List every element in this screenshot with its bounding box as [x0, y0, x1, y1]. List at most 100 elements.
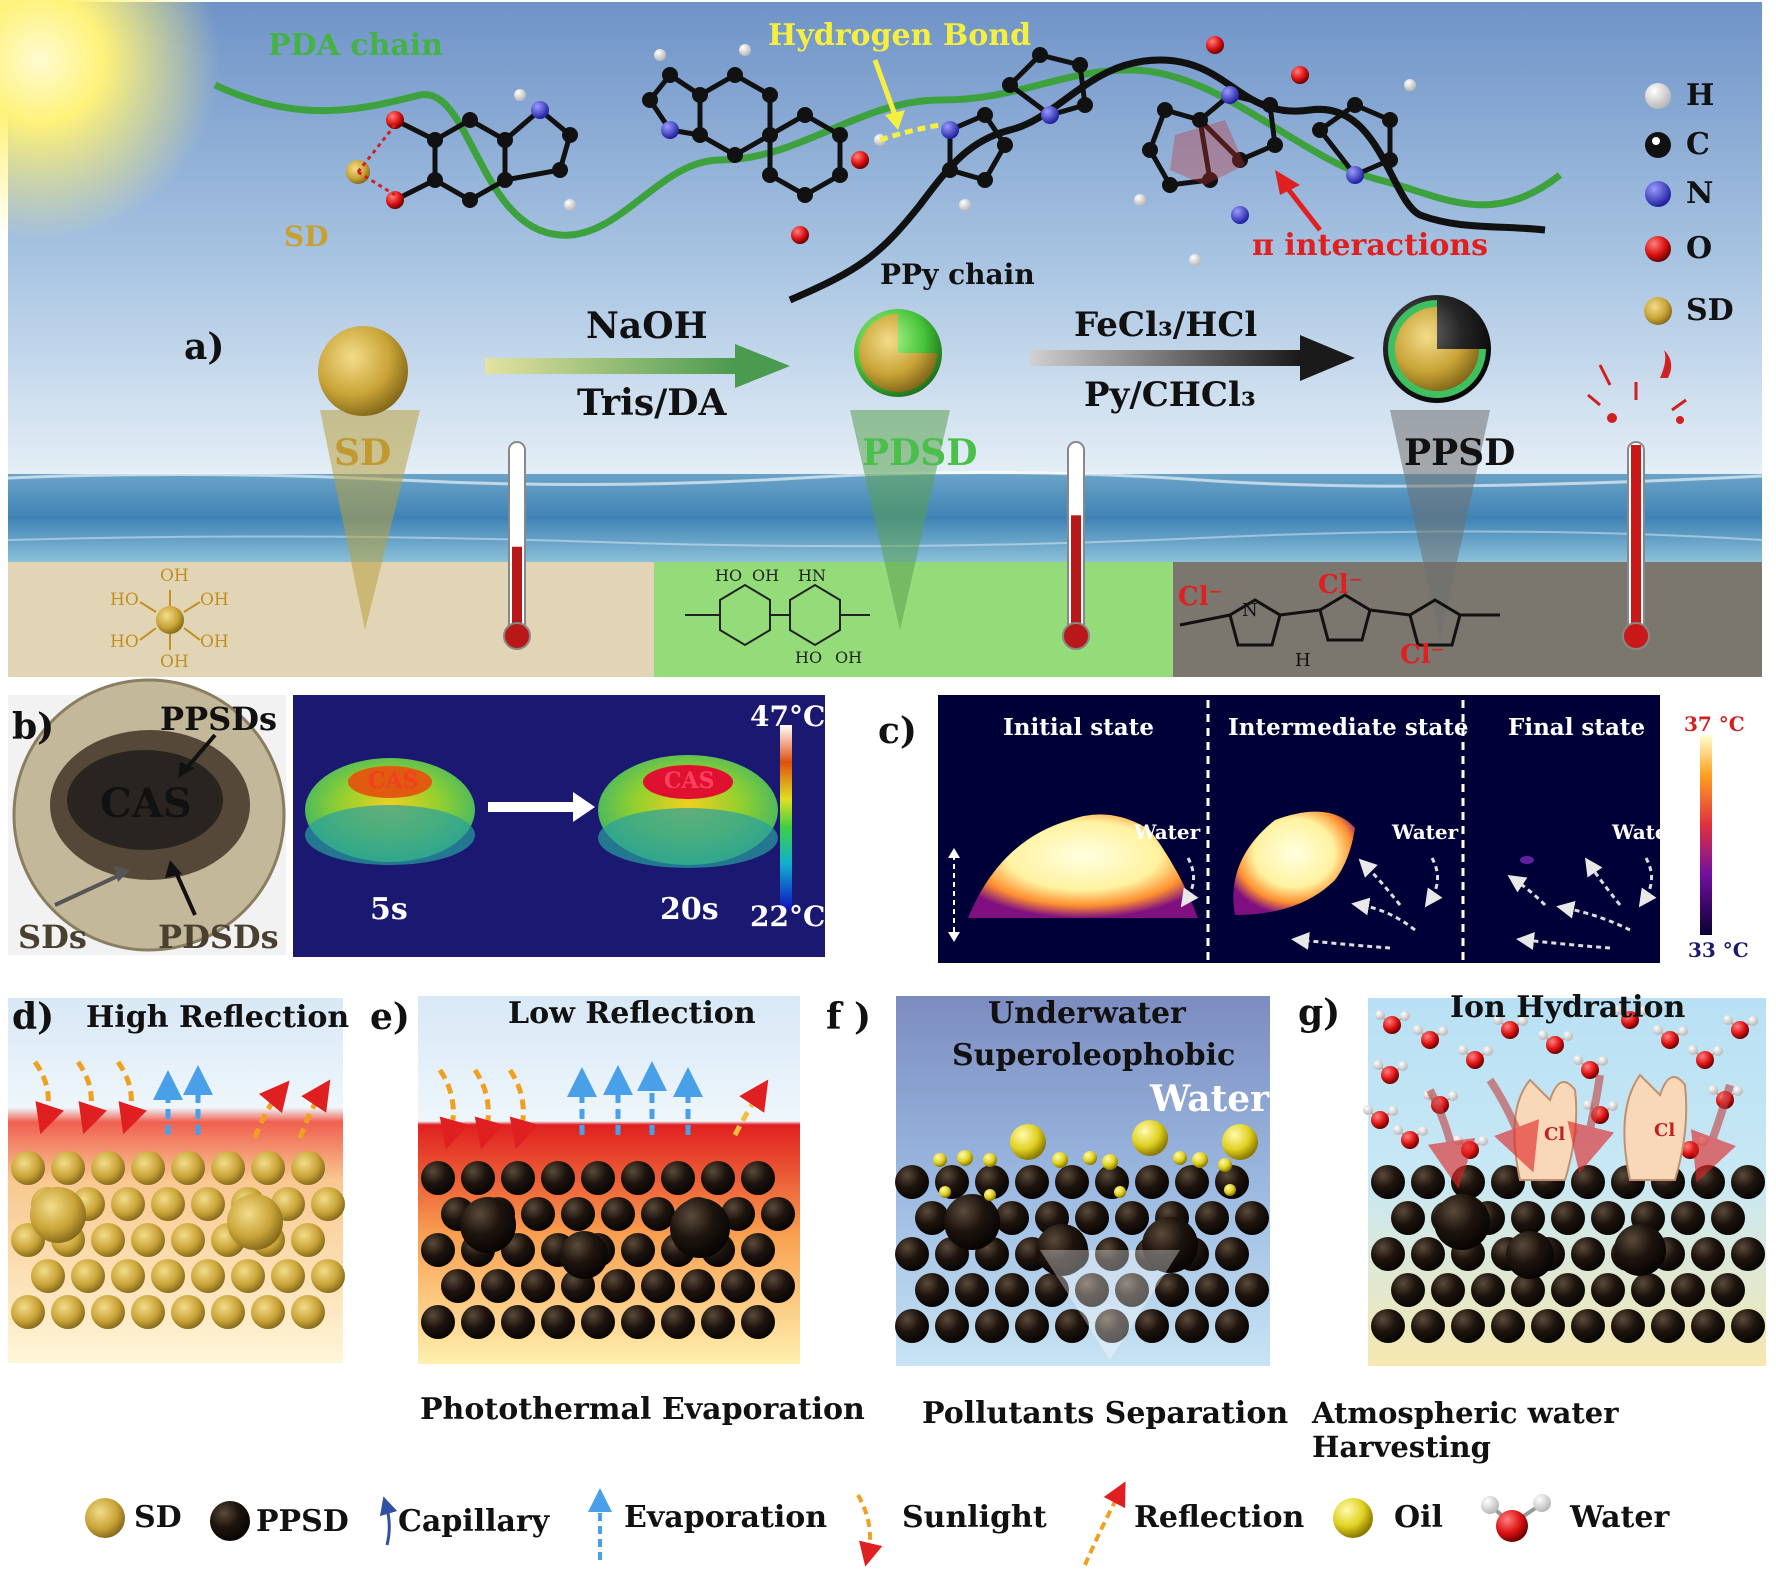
large-particle: [1142, 1217, 1198, 1273]
particle: [895, 1309, 929, 1343]
particle: [1591, 1201, 1625, 1235]
time-arrow: [488, 802, 573, 812]
legend-sunlight-text: Sunlight: [902, 1500, 1047, 1535]
particle: [1651, 1309, 1685, 1343]
ppsd-region: [67, 750, 223, 850]
particle: [975, 1165, 1009, 1199]
panel-d-letter: d): [12, 996, 55, 1038]
sphere-pdsd-label: PDSD: [862, 432, 978, 474]
particle: [311, 1187, 345, 1221]
thermometer-sd: [503, 441, 531, 650]
particle: [31, 1259, 65, 1293]
particle: [91, 1223, 125, 1257]
particle: [1035, 1273, 1069, 1307]
large-particle: [30, 1187, 86, 1243]
legend-h-label: H: [1686, 78, 1715, 113]
ground-sd-oh-bottom: OH: [160, 652, 189, 672]
legend-sunlight-icon: [856, 1494, 883, 1567]
legend-n-label: N: [1686, 176, 1714, 211]
water-label-intermediate: Water: [1392, 820, 1459, 844]
oil-droplet: [1222, 1124, 1258, 1160]
particle: [1195, 1273, 1229, 1307]
particle: [111, 1259, 145, 1293]
particle: [1195, 1201, 1229, 1235]
particle: [1391, 1201, 1425, 1235]
py-chcl3-label: Py/CHCl₃: [1084, 375, 1256, 415]
particle: [1135, 1165, 1169, 1199]
particle: [581, 1161, 615, 1195]
particle: [1531, 1309, 1565, 1343]
legend-ppsd-text: PPSD: [256, 1504, 349, 1539]
panel-e-letter: e): [370, 996, 410, 1038]
sphere-sd-label: SD: [334, 432, 392, 474]
legend-water-text: Water: [1570, 1500, 1670, 1535]
particle: [1511, 1201, 1545, 1235]
particle: [701, 1305, 735, 1339]
legend-c-ball: [1645, 132, 1671, 158]
large-particle: [1036, 1224, 1088, 1276]
cas-ir-20s: CAS: [664, 768, 715, 794]
water-label-final: Water: [1612, 820, 1679, 844]
particle: [1631, 1273, 1665, 1307]
water-molecule: [1363, 1105, 1398, 1129]
particle: [1731, 1309, 1765, 1343]
particle: [1491, 1309, 1525, 1343]
thermometer-ppsd: [1587, 350, 1687, 650]
particle: [51, 1151, 85, 1185]
particle: [251, 1295, 285, 1329]
final-state-label: Final state: [1508, 714, 1646, 741]
intermediate-state-label: Intermediate state: [1228, 714, 1469, 741]
f-particle-bed: [895, 1165, 1269, 1343]
particle: [995, 1273, 1029, 1307]
oil-droplet: [939, 1186, 951, 1198]
particle: [1215, 1165, 1249, 1199]
particle: [1611, 1309, 1645, 1343]
legend-water-icon: [1481, 1494, 1551, 1542]
particle: [1431, 1273, 1465, 1307]
oil-droplet: [1224, 1184, 1236, 1196]
cas-ir-5s: CAS: [368, 768, 419, 794]
legend-h-ball: [1645, 83, 1671, 109]
ground-pdsd-structure: [685, 583, 870, 647]
particle: [1471, 1273, 1505, 1307]
ppsds-label: PPSDs: [160, 700, 277, 738]
water-molecule: [1393, 1125, 1428, 1149]
particle: [1691, 1309, 1725, 1343]
particle: [741, 1305, 775, 1339]
particle: [1571, 1165, 1605, 1199]
high-reflection-title: High Reflection: [86, 1000, 350, 1035]
sand-ground: [8, 562, 654, 677]
sds-label: SDs: [18, 918, 87, 956]
ground-sd-ball: [156, 606, 184, 634]
ground-sd-ho-left: HO: [110, 590, 139, 610]
e-light-arrows: [437, 1061, 769, 1150]
particle: [311, 1259, 345, 1293]
particle: [1215, 1309, 1249, 1343]
particle: [1691, 1237, 1725, 1271]
particle: [641, 1269, 675, 1303]
large-particle: [944, 1194, 1000, 1250]
atmospheric-caption: Atmospheric water Harvesting: [1312, 1396, 1619, 1464]
legend-o-ball: [1645, 236, 1671, 262]
particle: [1095, 1309, 1129, 1343]
particle: [761, 1269, 795, 1303]
particle: [1015, 1309, 1049, 1343]
particle: [421, 1233, 455, 1267]
thermometer-pdsd: [1062, 441, 1090, 650]
ground-sd-oh-top: OH: [160, 566, 189, 586]
particle: [1215, 1237, 1249, 1271]
particle: [291, 1151, 325, 1185]
water-molecule: [1493, 1015, 1528, 1039]
particle: [641, 1197, 675, 1231]
water-molecule: [1688, 1045, 1723, 1069]
ground-pdsd-oh-1: OH: [752, 566, 780, 585]
particle: [1095, 1237, 1129, 1271]
water-molecule: [1723, 1015, 1758, 1039]
particle: [1371, 1165, 1405, 1199]
panel-b: [8, 678, 825, 957]
hydrogen-bond-line: [879, 122, 941, 143]
particle: [1371, 1237, 1405, 1271]
particle: [91, 1295, 125, 1329]
particle: [601, 1269, 635, 1303]
particle: [721, 1269, 755, 1303]
